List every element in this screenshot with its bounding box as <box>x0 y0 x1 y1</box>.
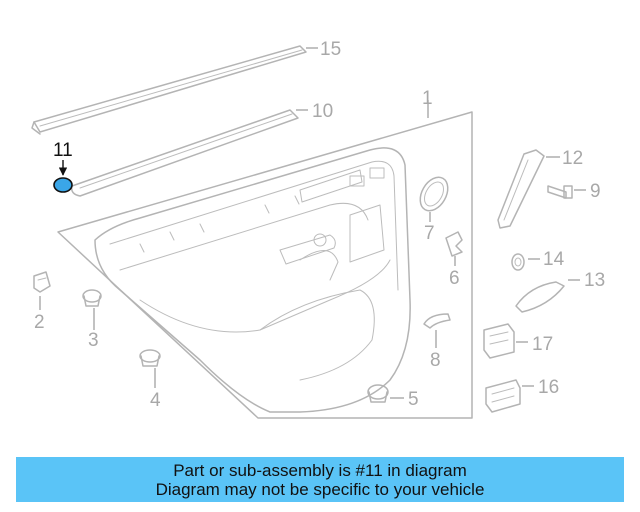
part-7-oval-cover <box>419 176 449 222</box>
callout-17: 17 <box>532 334 553 355</box>
callout-10: 10 <box>312 101 333 122</box>
part-10-trim-strip <box>70 109 308 197</box>
callout-11: 11 <box>53 140 73 161</box>
callout-14: 14 <box>543 249 565 270</box>
part-6-bracket <box>445 231 463 266</box>
part-2-clip <box>33 271 51 310</box>
callout-13: 13 <box>584 270 605 291</box>
callout-7: 7 <box>424 223 435 244</box>
callout-5: 5 <box>408 389 419 410</box>
callout-2: 2 <box>34 312 45 333</box>
part-14-washer <box>511 253 540 271</box>
part-9-screw <box>547 185 586 199</box>
banner-line-disclaimer: Diagram may not be specific to your vehi… <box>155 480 485 499</box>
part-5-fastener <box>367 384 404 403</box>
callout-3: 3 <box>88 330 99 351</box>
callout-6: 6 <box>449 268 460 289</box>
part-4-push-pin <box>139 349 161 388</box>
part-13-lens-cover <box>515 279 580 313</box>
callout-9: 9 <box>590 181 601 202</box>
callout-16: 16 <box>538 377 559 398</box>
info-banner: Part or sub-assembly is #11 in diagram D… <box>16 457 624 502</box>
callout-1: 1 <box>422 88 433 109</box>
part-15-belt-molding <box>31 45 318 135</box>
part-17-switch <box>483 323 528 359</box>
part-12-trim-piece <box>497 149 560 229</box>
part-11-oval-cap <box>53 160 73 193</box>
callout-4: 4 <box>150 390 161 411</box>
part-3-push-pin <box>82 289 102 330</box>
banner-line-part: Part or sub-assembly is #11 in diagram <box>173 461 467 480</box>
callout-12: 12 <box>562 148 583 169</box>
part-1-door-trim-panel <box>57 100 473 419</box>
part-8-curved-seal <box>423 313 451 348</box>
parts-diagram: 1 2 3 4 5 6 7 8 9 10 11 12 13 14 15 16 1… <box>31 39 605 419</box>
callout-15: 15 <box>320 39 341 60</box>
part-16-switch <box>485 379 534 413</box>
callout-8: 8 <box>430 350 441 371</box>
